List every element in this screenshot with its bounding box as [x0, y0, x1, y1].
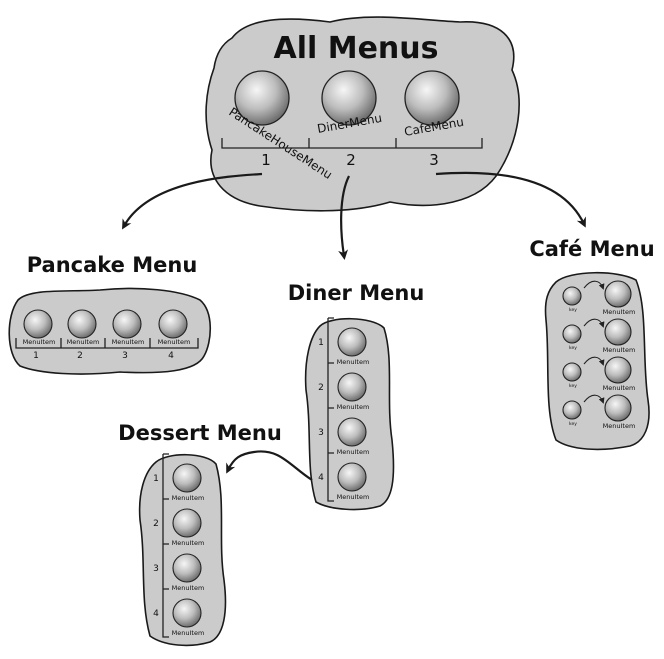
arrow-to-diner-menu: [338, 175, 350, 260]
cafe-menuitem-label-2: MenuItem: [603, 346, 636, 354]
dessert-menu-group: Dessert Menu MenuItem1MenuItem2MenuItem3…: [118, 421, 282, 647]
pancake-menuitem-label-3: MenuItem: [112, 338, 145, 346]
cafe-menuitem-ball-1: [604, 280, 632, 308]
dessert-menuitem-label-1: MenuItem: [172, 494, 205, 502]
all-menus-index-rail: [221, 138, 483, 149]
dessert-index-3: 3: [153, 564, 159, 574]
pancake-menu-title: Pancake Menu: [27, 253, 198, 277]
dessert-menuitem-label-4: MenuItem: [172, 629, 205, 637]
pancake-menuitem-label-1: MenuItem: [23, 338, 56, 346]
diner-menuitem-ball-1: [337, 327, 367, 357]
cafe-key-ball-2: [562, 324, 582, 344]
arrow-to-dessert-menu: [226, 450, 313, 481]
cafe-menu-ball: [404, 70, 460, 126]
cafe-key-label-2: key: [569, 345, 577, 351]
pancake-house-menu-ball: [234, 70, 290, 126]
pancake-menuitem-ball-2: [67, 309, 97, 339]
dessert-menuitem-label-3: MenuItem: [172, 584, 205, 592]
cafe-menu-title: Café Menu: [529, 237, 654, 261]
pancake-menuitem-ball-4: [158, 309, 188, 339]
dessert-index-2: 2: [153, 519, 159, 529]
diner-menu-group: Diner Menu MenuItem1MenuItem2MenuItem3Me…: [288, 281, 425, 511]
pancake-menu-blob: [8, 287, 212, 375]
cafe-key-label-1: key: [569, 307, 577, 313]
cafe-menuitem-ball-2: [604, 318, 632, 346]
diner-menuitem-ball-2: [337, 372, 367, 402]
cafe-key-ball-1: [562, 286, 582, 306]
diner-menuitem-label-2: MenuItem: [337, 403, 370, 411]
dessert-index-4: 4: [153, 609, 159, 619]
diner-index-1: 1: [318, 338, 324, 348]
dessert-menuitem-ball-3: [172, 553, 202, 583]
pancake-menuitem-ball-3: [112, 309, 142, 339]
diner-index-4: 4: [318, 473, 324, 483]
all-menus-index-2: 2: [346, 151, 356, 169]
cafe-key-arrow-3: [583, 356, 605, 366]
dessert-menu-title: Dessert Menu: [118, 421, 282, 445]
pancake-index-4: 4: [168, 351, 174, 361]
diner-menu-ball: [321, 70, 377, 126]
diner-index-2: 2: [318, 383, 324, 393]
diner-menuitem-label-1: MenuItem: [337, 358, 370, 366]
arrow-to-cafe-menu: [435, 171, 586, 228]
all-menus-group: All Menus PancakeHouseMenu DinerMenu Caf…: [205, 16, 520, 212]
pancake-menu-group: Pancake Menu MenuItem 1 MenuItem 2 MenuItem 3…: [8, 253, 212, 375]
cafe-key-label-4: key: [569, 421, 577, 427]
pancake-menuitem-ball-1: [23, 309, 53, 339]
diner-menu-title: Diner Menu: [288, 281, 425, 305]
all-menus-index-3: 3: [429, 151, 439, 169]
arrow-to-pancake-menu: [122, 172, 263, 230]
dessert-menuitem-ball-2: [172, 508, 202, 538]
dessert-index-1: 1: [153, 474, 159, 484]
diner-menuitem-ball-3: [337, 417, 367, 447]
diner-menuitem-label-3: MenuItem: [337, 448, 370, 456]
cafe-key-ball-4: [562, 400, 582, 420]
diner-menuitem-label-4: MenuItem: [337, 493, 370, 501]
cafe-menuitem-label-1: MenuItem: [603, 308, 636, 316]
pancake-index-2: 2: [77, 351, 83, 361]
diner-index-3: 3: [318, 428, 324, 438]
cafe-key-arrow-4: [583, 394, 605, 404]
cafe-menuitem-ball-3: [604, 356, 632, 384]
cafe-menuitem-ball-4: [604, 394, 632, 422]
cafe-menuitem-label-3: MenuItem: [603, 384, 636, 392]
dessert-menuitem-label-2: MenuItem: [172, 539, 205, 547]
dessert-menuitem-ball-1: [172, 463, 202, 493]
pancake-index-3: 3: [122, 351, 128, 361]
pancake-index-rail: [15, 338, 199, 349]
pancake-index-1: 1: [33, 351, 39, 361]
dessert-index-rail: [162, 453, 169, 638]
dessert-menuitem-ball-4: [172, 598, 202, 628]
pancake-items: MenuItem 1 MenuItem 2 MenuItem 3 MenuItem 4: [15, 309, 199, 361]
pancake-menuitem-label-4: MenuItem: [158, 338, 191, 346]
all-menus-title: All Menus: [274, 31, 439, 66]
cafe-menuitem-label-4: MenuItem: [603, 422, 636, 430]
dessert-menu-blob: [138, 453, 227, 647]
cafe-key-arrow-2: [583, 318, 605, 328]
cafe-key-arrow-1: [583, 280, 605, 290]
pancake-menuitem-label-2: MenuItem: [67, 338, 100, 346]
diner-menuitem-ball-4: [337, 462, 367, 492]
diner-index-rail: [327, 317, 334, 502]
cafe-key-ball-3: [562, 362, 582, 382]
all-menus-index-1: 1: [261, 151, 271, 169]
cafe-key-label-3: key: [569, 383, 577, 389]
